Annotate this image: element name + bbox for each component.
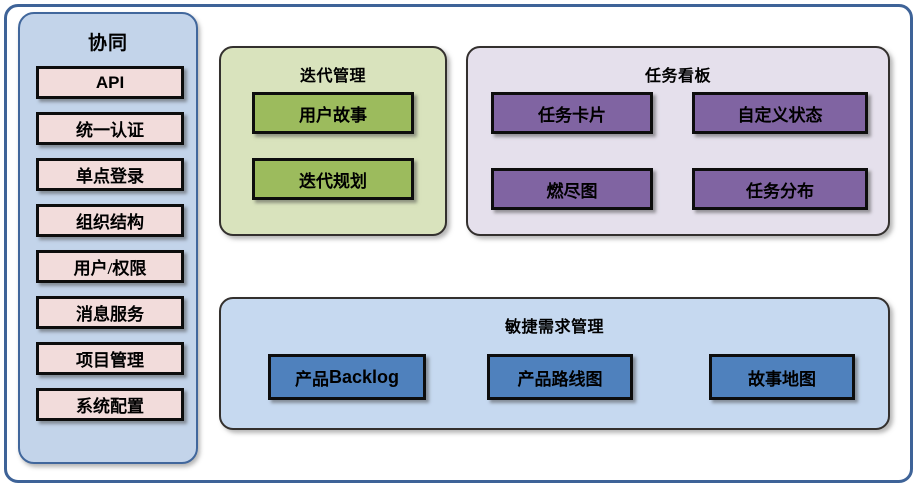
tile-label: 用户故事 <box>299 105 367 125</box>
sidebar-item-label: 用户/权限 <box>73 259 147 278</box>
tile-label-cjk: 产品 <box>294 369 329 389</box>
outer-frame <box>4 4 913 483</box>
sidebar-item-label: 单点登录 <box>76 167 144 186</box>
iteration-management-title: 迭代管理 <box>299 68 366 85</box>
task-board-title: 任务看板 <box>644 68 711 85</box>
tile-label: 燃尽图 <box>546 181 598 201</box>
sidebar-item-message-service[interactable]: 消息服务 <box>36 296 184 329</box>
tile-label: 迭代规划 <box>299 171 367 191</box>
sidebar-item-project-management[interactable]: 项目管理 <box>36 342 184 375</box>
tile-story-map[interactable]: 故事地图 <box>709 354 855 400</box>
tile-task-distribution[interactable]: 任务分布 <box>692 168 868 210</box>
tile-burndown-chart[interactable]: 燃尽图 <box>491 168 653 210</box>
collaboration-sidebar-panel: 协同 API 统一认证 单点登录 组织结构 用户/权限 消息服务 项目管理 <box>18 12 198 464</box>
sidebar-item-label: 系统配置 <box>76 397 144 416</box>
sidebar-item-org-structure[interactable]: 组织结构 <box>36 204 184 237</box>
tile-label: 任务分布 <box>746 181 814 201</box>
sidebar-item-label: 项目管理 <box>76 351 144 370</box>
tile-label: 产品路线图 <box>517 369 603 389</box>
agile-requirement-management-title: 敏捷需求管理 <box>504 319 604 336</box>
sidebar-item-label: 组织结构 <box>76 213 144 232</box>
sidebar-item-unified-auth[interactable]: 统一认证 <box>36 112 184 145</box>
sidebar-item-user-permission[interactable]: 用户/权限 <box>36 250 184 283</box>
tile-custom-status[interactable]: 自定义状态 <box>692 92 868 134</box>
tile-label: 自定义状态 <box>737 105 823 125</box>
sidebar-item-label: 统一认证 <box>76 121 144 140</box>
tile-label: 任务卡片 <box>538 105 606 125</box>
tile-label-latin: Backlog <box>328 366 400 387</box>
sidebar-title: 协同 <box>87 33 128 54</box>
sidebar-item-api[interactable]: API <box>36 66 184 99</box>
sidebar-item-single-sign-on[interactable]: 单点登录 <box>36 158 184 191</box>
sidebar-item-system-config[interactable]: 系统配置 <box>36 388 184 421</box>
tile-task-card[interactable]: 任务卡片 <box>491 92 653 134</box>
sidebar-item-label: API <box>95 72 125 92</box>
tile-iteration-planning[interactable]: 迭代规划 <box>252 158 414 200</box>
iteration-management-panel: 迭代管理 <box>219 46 447 236</box>
sidebar-item-list: API 统一认证 单点登录 组织结构 用户/权限 消息服务 项目管理 系统配置 <box>36 66 184 434</box>
tile-label: 故事地图 <box>748 369 816 389</box>
tile-product-roadmap[interactable]: 产品路线图 <box>487 354 633 400</box>
sidebar-item-label: 消息服务 <box>76 305 144 324</box>
tile-user-story[interactable]: 用户故事 <box>252 92 414 134</box>
